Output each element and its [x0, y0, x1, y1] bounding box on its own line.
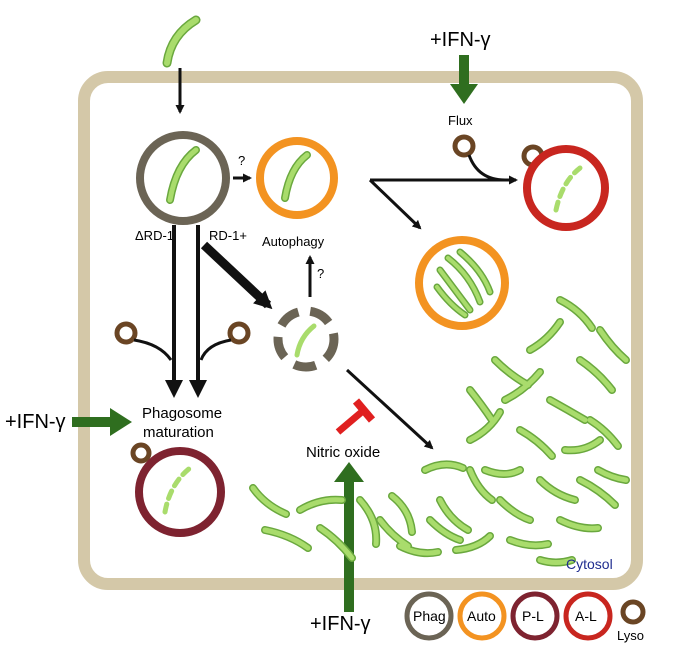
question-mark-2: ? — [317, 266, 324, 281]
nitric-oxide-inhibition-icon — [335, 398, 376, 435]
legend-auto-circle — [457, 591, 507, 641]
ifn-top-label: +IFN-γ — [430, 29, 491, 51]
flux-label: Flux — [448, 113, 473, 128]
ifn-bottom-label: +IFN-γ — [310, 613, 371, 635]
damaged-to-cytosol-arrow — [345, 368, 434, 450]
cytosolic-bacteria-cluster — [249, 296, 630, 567]
lysosome-phagolysosome — [130, 442, 152, 464]
legend-al-label: A-L — [575, 608, 597, 624]
legend-pl-circle — [510, 591, 560, 641]
legend: Phag Auto P-L A-L Lyso — [404, 591, 646, 643]
cell-membrane — [78, 71, 643, 590]
autophagosome-large — [415, 236, 509, 330]
phagosome-label-1: Phagosome — [142, 405, 222, 422]
legend-al-circle — [563, 591, 613, 641]
lysosome-flux — [452, 134, 476, 158]
autolysosome — [523, 145, 609, 231]
legend-pl-label: P-L — [522, 608, 544, 624]
auto-to-autophagosome-arrow — [368, 178, 422, 230]
rd1-plus-label: RD-1+ — [209, 228, 247, 243]
bacteria-in-autophagosome — [433, 248, 494, 319]
phagosome-label-2: maturation — [143, 424, 214, 441]
rd1-to-damaged-arrow — [200, 241, 273, 310]
lysosome-left — [114, 321, 138, 345]
phagolysosome — [135, 447, 225, 537]
legend-phag-label: Phag — [413, 608, 446, 624]
ifn-left-label: +IFN-γ — [5, 411, 66, 433]
legend-lyso-circle — [620, 599, 646, 625]
cytosol-label: Cytosol — [566, 556, 613, 572]
legend-lyso-label: Lyso — [617, 628, 644, 643]
legend-phag-circle — [404, 591, 454, 641]
damaged-phagosome — [273, 306, 339, 372]
nitric-oxide-label: Nitric oxide — [306, 444, 380, 461]
lysosome-mid — [227, 321, 251, 345]
legend-auto-label: Auto — [467, 608, 496, 624]
phagosome — [136, 131, 230, 225]
question-mark-1: ? — [238, 153, 245, 168]
autophagosome — [256, 137, 338, 219]
autophagy-label: Autophagy — [262, 234, 325, 249]
delta-rd1-label: ΔRD-1 — [135, 228, 174, 243]
